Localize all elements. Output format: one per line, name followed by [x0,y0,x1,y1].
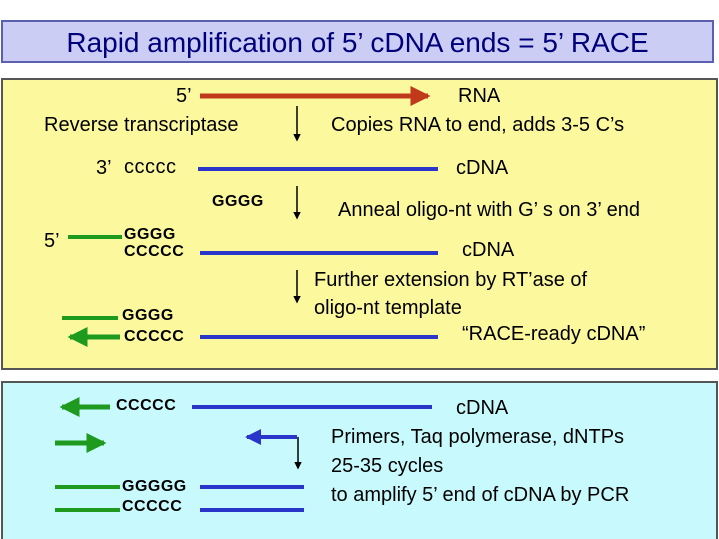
reverse-transcriptase-label: Reverse transcriptase [44,114,239,136]
gggg-race-ready: GGGG [122,307,174,324]
cdna-3prime-label: 3’ [96,157,112,179]
title-banner: Rapid amplification of 5’ cDNA ends = 5’… [1,20,714,63]
rna-label: RNA [458,85,501,107]
cdna-label-1: cDNA [456,157,509,179]
step4-text-line3: to amplify 5’ end of cDNA by PCR [331,484,630,506]
rt-step-panel [1,78,718,370]
ggggg-pcr-product: GGGGG [122,478,187,495]
step2-text: Anneal oligo-nt with G’ s on 3’ end [338,199,641,221]
gggg-annealed: GGGG [124,226,176,243]
race-ready-cdna-label: “RACE-ready cDNA” [462,323,646,345]
oligo-gggg: GGGG [212,193,264,210]
step3-text-line2: oligo-nt template [314,297,462,319]
page-title: Rapid amplification of 5’ cDNA ends = 5’… [66,27,649,58]
cdna-label-3: cDNA [456,397,509,419]
ccccc-pcr-product: CCCCC [122,498,183,515]
step1-text: Copies RNA to end, adds 3-5 C’s [331,114,625,136]
cdna-label-2: cDNA [462,239,515,261]
step3-text-line1: Further extension by RT’ase of [314,269,588,291]
ccccc-tail-3: CCCCC [124,328,185,345]
step4-text-line2: 25-35 cycles [331,455,444,477]
ccccc-tail-2: CCCCC [124,243,185,260]
oligo-5prime-label: 5’ [44,230,60,252]
step4-text-line1: Primers, Taq polymerase, dNTPs [331,426,625,448]
ccccc-tail-1: ccccc [124,156,177,178]
rna-5prime-label: 5’ [176,85,192,107]
ccccc-tail-4: CCCCC [116,397,177,414]
